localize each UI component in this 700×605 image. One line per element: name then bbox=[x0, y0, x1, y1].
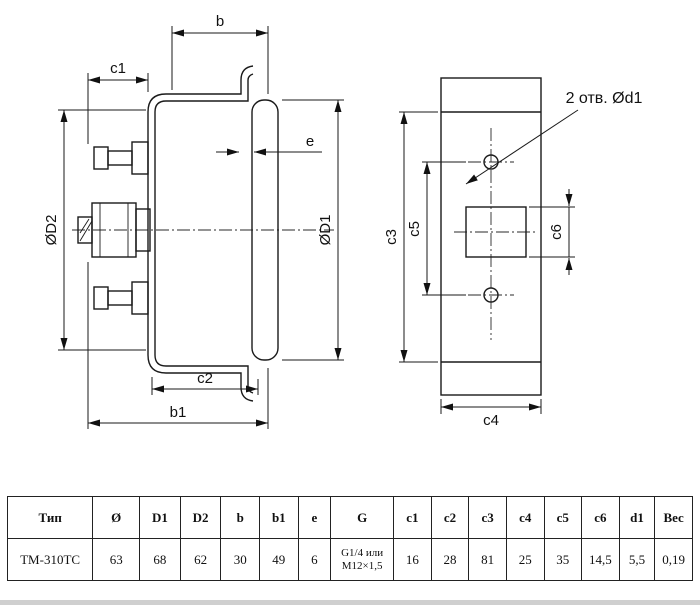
value-b1: 49 bbox=[259, 538, 299, 581]
bolt-shaft bbox=[107, 150, 133, 166]
thread-hatch bbox=[79, 218, 90, 234]
dim-label-d2: ØD2 bbox=[43, 215, 60, 246]
dim-label-c1: c1 bbox=[110, 60, 126, 77]
leader-line bbox=[465, 109, 579, 185]
value-g: G1/4 или M12×1,5 bbox=[330, 538, 395, 581]
dim-c3: c3 bbox=[383, 111, 438, 363]
dim-label-c2: c2 bbox=[197, 370, 213, 387]
square-cutout bbox=[465, 206, 527, 258]
header-c3: c3 bbox=[468, 496, 507, 539]
bracket-inner-profile bbox=[154, 73, 254, 394]
spacer bbox=[135, 208, 151, 252]
header-c5: c5 bbox=[543, 496, 583, 539]
header-b1: b1 bbox=[259, 496, 299, 539]
front-view: 2 отв. Ød1 c3 c5 c6 bbox=[383, 77, 643, 429]
dim-c2: c2 bbox=[151, 370, 259, 395]
dim-d2: ØD2 bbox=[43, 109, 146, 351]
header-c6: c6 bbox=[581, 496, 620, 539]
value-d2: 62 bbox=[179, 538, 222, 581]
clamp-bolt-bottom bbox=[93, 281, 149, 315]
gauge-case bbox=[251, 99, 279, 361]
table-header-row: Тип Ø D1 D2 b b1 e G c1 c2 c3 c4 c5 c6 d… bbox=[6, 496, 693, 539]
header-weight: Вес bbox=[654, 496, 693, 539]
header-c4: c4 bbox=[505, 496, 545, 539]
dim-label-d1: ØD1 bbox=[317, 215, 334, 246]
process-connection bbox=[77, 202, 151, 258]
header-d2: D2 bbox=[179, 496, 222, 539]
value-weight: 0,19 bbox=[654, 538, 693, 581]
value-b: 30 bbox=[220, 538, 260, 581]
value-type: ТМ-310ТС bbox=[6, 538, 94, 581]
bolt-head bbox=[93, 286, 109, 310]
value-d1-hole: 5,5 bbox=[618, 538, 656, 581]
dim-c4: c4 bbox=[440, 399, 542, 429]
value-c3: 81 bbox=[468, 538, 507, 581]
value-c6: 14,5 bbox=[581, 538, 620, 581]
bolt-head bbox=[93, 146, 109, 170]
header-diameter: Ø bbox=[92, 496, 141, 539]
value-e: 6 bbox=[297, 538, 332, 581]
dimensions-table: Тип Ø D1 D2 b b1 e G c1 c2 c3 c4 c5 c6 d… bbox=[6, 496, 693, 581]
value-diameter: 63 bbox=[92, 538, 141, 581]
header-g: G bbox=[330, 496, 395, 539]
dim-b1: b1 bbox=[87, 262, 269, 429]
bolt-nut bbox=[131, 141, 149, 175]
header-b: b bbox=[220, 496, 260, 539]
dim-c1: c1 bbox=[87, 60, 149, 144]
header-c2: c2 bbox=[430, 496, 470, 539]
value-c4: 25 bbox=[505, 538, 545, 581]
value-c2: 28 bbox=[430, 538, 470, 581]
dim-label-c6: c6 bbox=[548, 224, 565, 240]
bracket-outer-profile bbox=[147, 65, 254, 402]
dim-label-b: b bbox=[216, 13, 224, 30]
dimensions-table-wrap: Тип Ø D1 D2 b b1 e G c1 c2 c3 c4 c5 c6 d… bbox=[6, 496, 693, 581]
header-type: Тип bbox=[6, 496, 94, 539]
value-d1: 68 bbox=[139, 538, 181, 581]
value-c1: 16 bbox=[393, 538, 432, 581]
gauge-technical-drawing: b c1 e ØD2 ØD1 bbox=[43, 13, 643, 429]
mounting-bracket bbox=[147, 65, 254, 402]
clamp-bolt-top bbox=[93, 141, 149, 175]
dim-label-c5: c5 bbox=[406, 221, 423, 237]
holes-note-label: 2 отв. Ød1 bbox=[566, 90, 643, 107]
dim-label-e: e bbox=[306, 133, 314, 150]
header-d1: D1 bbox=[139, 496, 181, 539]
table-value-row: ТМ-310ТС 63 68 62 30 49 6 G1/4 или M12×1… bbox=[6, 538, 693, 581]
dim-label-c3: c3 bbox=[383, 229, 400, 245]
dim-c5: c5 bbox=[406, 161, 466, 296]
dim-label-c4: c4 bbox=[483, 412, 499, 429]
mounting-hole-top bbox=[483, 154, 499, 170]
header-c1: c1 bbox=[393, 496, 432, 539]
mounting-hole-bottom bbox=[483, 287, 499, 303]
dim-d1: ØD1 bbox=[282, 99, 344, 361]
bolt-shaft bbox=[107, 290, 133, 306]
dim-label-b1: b1 bbox=[170, 404, 187, 421]
header-e: e bbox=[297, 496, 332, 539]
mounting-plate bbox=[440, 77, 542, 396]
dim-e: e bbox=[216, 133, 322, 156]
side-view: b c1 e ØD2 ØD1 bbox=[43, 13, 344, 429]
value-c5: 35 bbox=[543, 538, 583, 581]
dim-b: b bbox=[171, 13, 269, 94]
thread-hatch bbox=[79, 220, 93, 242]
holes-callout: 2 отв. Ød1 bbox=[465, 90, 643, 185]
page-bottom-edge bbox=[0, 600, 700, 605]
dim-c6: c6 bbox=[529, 189, 575, 275]
header-d1-hole: d1 bbox=[618, 496, 656, 539]
bolt-nut bbox=[131, 281, 149, 315]
